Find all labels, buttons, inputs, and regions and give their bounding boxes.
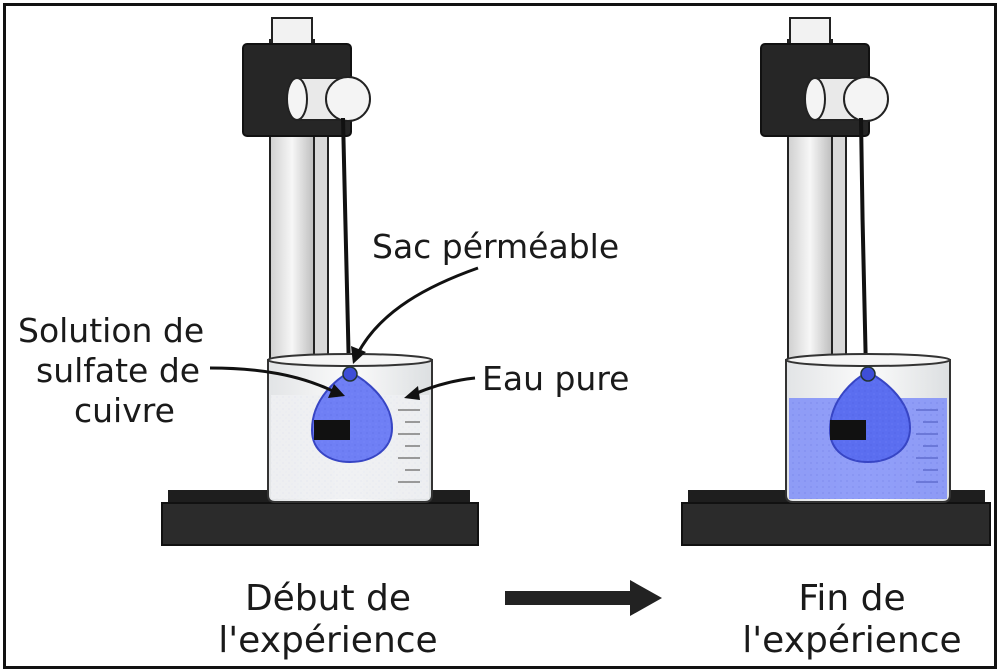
pointer-sac bbox=[355, 266, 479, 356]
label-solution-line1: Solution de bbox=[18, 311, 205, 350]
hanging-wire-start bbox=[341, 117, 351, 373]
caption-fin-line1: Fin de bbox=[798, 578, 906, 619]
label-eau-pure: Eau pure bbox=[482, 359, 630, 398]
bag-tag-end bbox=[830, 420, 866, 440]
caption-debut-line2: l'expérience bbox=[218, 620, 438, 661]
caption-debut-line1: Début de bbox=[244, 578, 412, 619]
permeable-bag-end bbox=[828, 366, 912, 464]
label-sac-permeable: Sac pérméable bbox=[372, 227, 620, 266]
beaker-end bbox=[785, 353, 951, 503]
bag-tag-start bbox=[314, 420, 350, 440]
label-solution-line2: sulfate de bbox=[36, 351, 201, 390]
label-solution-line3: cuivre bbox=[74, 391, 175, 430]
hanging-wire-end bbox=[859, 117, 868, 373]
beaker-start bbox=[267, 353, 433, 503]
arrow-right-icon bbox=[505, 580, 662, 616]
clamp-knob-start bbox=[286, 76, 371, 122]
caption-fin-line2: l'expérience bbox=[742, 620, 962, 661]
pointer-solution bbox=[209, 366, 336, 394]
clamp-knob-end bbox=[804, 76, 889, 122]
